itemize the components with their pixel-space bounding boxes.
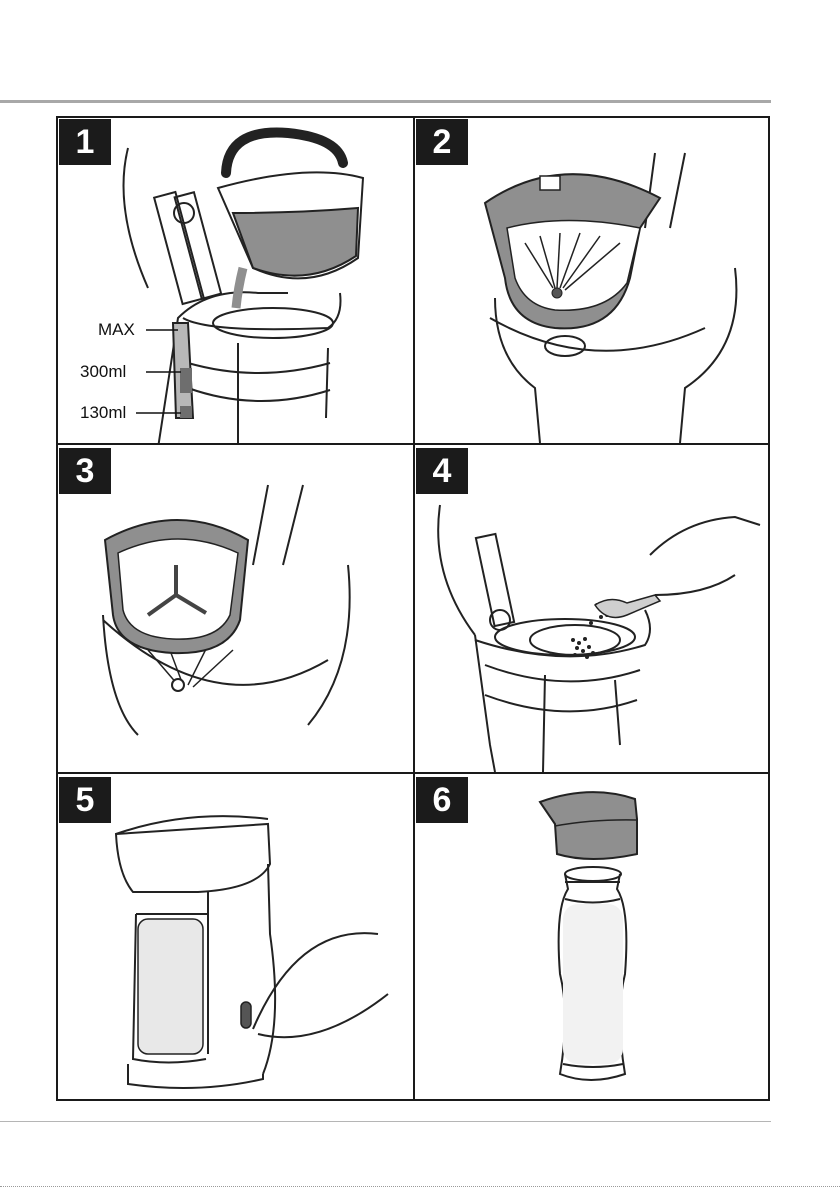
step-5-badge: 5 xyxy=(59,777,111,823)
page-edge-dotted-line xyxy=(0,1186,840,1187)
top-rule xyxy=(0,100,771,103)
step-3-illustration xyxy=(58,445,413,772)
step-1-panel: MAX 300ml 130ml xyxy=(58,118,413,443)
step-6-badge: 6 xyxy=(416,777,468,823)
step-6-illustration xyxy=(415,774,770,1101)
step-2-panel xyxy=(415,118,770,443)
level-leader-lines xyxy=(58,118,413,443)
step-4-illustration xyxy=(415,445,770,772)
step-5-illustration xyxy=(58,774,413,1101)
step-4-panel xyxy=(415,445,770,772)
step-2-illustration xyxy=(415,118,770,443)
step-6-panel xyxy=(415,774,770,1101)
step-5-panel xyxy=(58,774,413,1101)
step-3-badge: 3 xyxy=(59,448,111,494)
bottom-rule xyxy=(0,1121,771,1122)
step-1-badge: 1 xyxy=(59,119,111,165)
step-2-badge: 2 xyxy=(416,119,468,165)
step-4-badge: 4 xyxy=(416,448,468,494)
step-3-panel xyxy=(58,445,413,772)
